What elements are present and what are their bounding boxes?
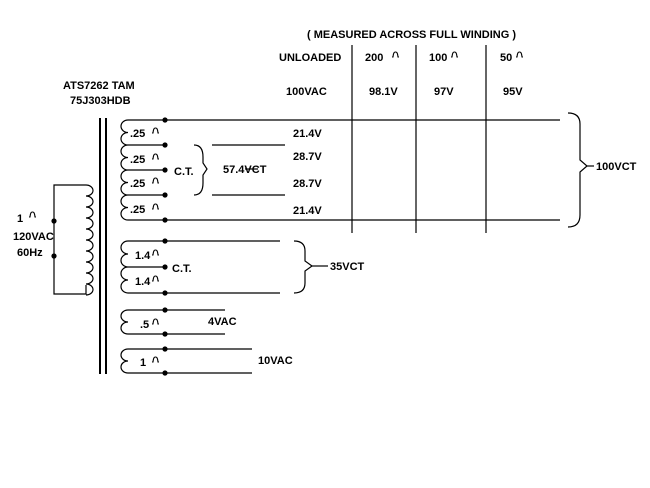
header-100: 100 [429, 52, 447, 64]
hv-total-label: 100VCT [596, 161, 637, 173]
part-code-label: 75J303HDB [70, 95, 131, 107]
primary-voltage-label: 120VAC [13, 231, 54, 243]
hv-tap3-voltage-label: 28.7V [293, 178, 322, 190]
ohm-symbol-icon [151, 177, 160, 184]
sec2-tap1-ohms-label: 1.4 [135, 250, 151, 262]
ohm-symbol-icon [391, 51, 400, 58]
part-number-label: ATS7262 TAM [63, 80, 135, 92]
table-caption: ( MEASURED ACROSS FULL WINDING ) [307, 29, 516, 41]
transformer-core [99, 118, 107, 374]
header-200: 200 [365, 52, 383, 64]
secondary-3-winding [120, 307, 225, 337]
value-200: 98.1V [369, 86, 398, 98]
hv-tap3-ohms-label: .25 [130, 178, 145, 190]
table-value-row: 100VAC 98.1V 97V 95V [286, 86, 523, 98]
sec4-ohms-label: 1 [140, 357, 146, 369]
ohm-symbol-icon [151, 356, 160, 363]
hv-vct-label: 57.4VCT [223, 164, 267, 176]
sec2-ct-label: C.T. [172, 263, 192, 275]
sec2-total-label: 35VCT [330, 261, 365, 273]
ohm-symbol-icon [151, 275, 160, 282]
ohm-symbol-icon [28, 211, 37, 218]
ohm-symbol-icon [151, 249, 160, 256]
secondary-4-winding [120, 346, 252, 376]
secondary-2-winding [120, 238, 328, 296]
header-50: 50 [500, 52, 512, 64]
value-unloaded: 100VAC [286, 86, 327, 98]
hv-tap1-ohms-label: .25 [130, 128, 145, 140]
header-unloaded: UNLOADED [279, 52, 341, 64]
value-50: 95V [503, 86, 523, 98]
ohm-symbol-icon [450, 51, 459, 58]
hv-tap2-ohms-label: .25 [130, 154, 145, 166]
hv-tap4-voltage-label: 21.4V [293, 205, 322, 217]
table-header-row: UNLOADED 200 100 50 [279, 51, 524, 64]
ohm-symbol-icon [151, 318, 160, 325]
hv-tap1-voltage-label: 21.4V [293, 128, 322, 140]
sec3-voltage-label: 4VAC [208, 316, 237, 328]
primary-ohms-label: 1 [17, 213, 23, 225]
value-100: 97V [434, 86, 454, 98]
sec2-tap2-ohms-label: 1.4 [135, 276, 151, 288]
sec3-ohms-label: .5 [140, 319, 149, 331]
primary-winding [51, 184, 94, 296]
ohm-symbol-icon [515, 51, 524, 58]
primary-tap-dot [51, 253, 57, 259]
sec4-voltage-label: 10VAC [258, 355, 293, 367]
primary-tap-dot [51, 218, 57, 224]
hv-tap2-voltage-label: 28.7V [293, 151, 322, 163]
hv-ct-label: C.T. [174, 166, 194, 178]
hv-tap4-ohms-label: .25 [130, 204, 145, 216]
ohm-symbol-icon [151, 153, 160, 160]
primary-frequency-label: 60Hz [17, 247, 43, 259]
secondary-hv-winding [120, 112, 594, 228]
ohm-symbol-icon [151, 127, 160, 134]
ohm-symbol-icon [151, 203, 160, 210]
